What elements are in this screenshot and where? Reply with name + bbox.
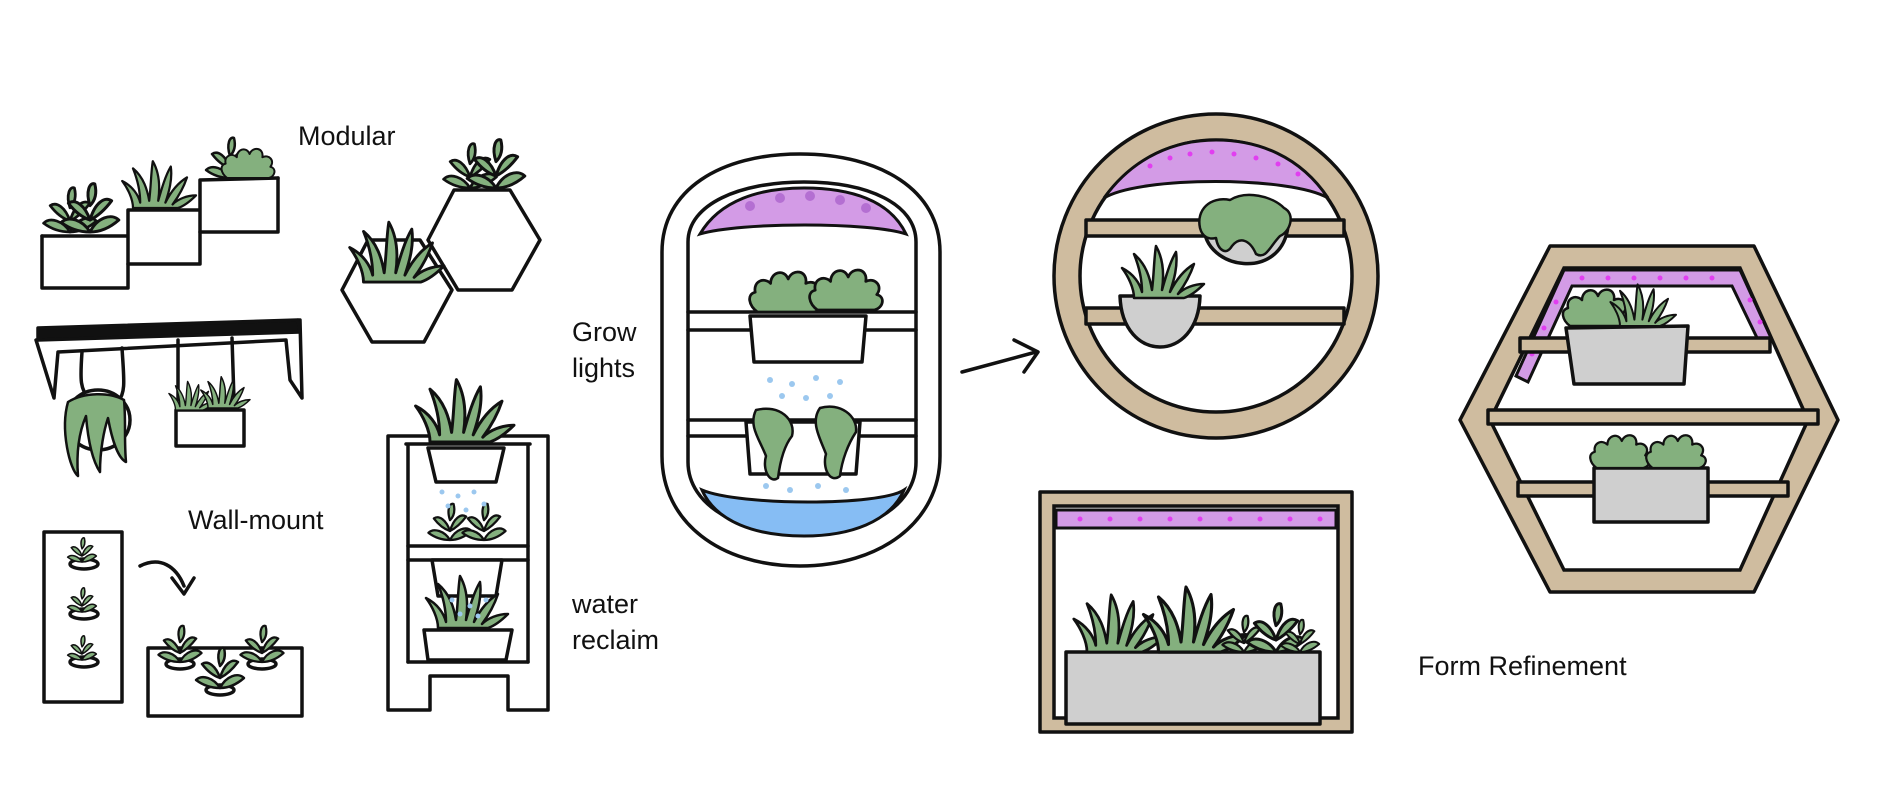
oval-grow-light-planter [660, 152, 942, 568]
label-water-reclaim-line2: reclaim [572, 625, 660, 655]
label-wall-mount: Wall-mount [188, 505, 324, 535]
label-water-reclaim: water reclaim [572, 586, 659, 658]
label-grow-lights: Grow lights [572, 314, 637, 386]
label-modular: Modular [298, 121, 396, 151]
refinement-arrow [960, 338, 1040, 374]
vertical-water-shelf [386, 378, 550, 712]
hexagon-wood-planter [1458, 244, 1840, 594]
hanging-rail-planters [34, 318, 304, 478]
label-water-reclaim-line1: water [572, 589, 639, 619]
label-grow-lights-line2: lights [572, 353, 636, 383]
wall-mount-planters [42, 530, 304, 718]
label-grow-lights-line1: Grow [572, 317, 637, 347]
circle-wood-planter [1052, 112, 1380, 440]
rectangle-wood-planter [1038, 490, 1354, 734]
hexagon-planters [340, 138, 542, 344]
modular-stair-planters [40, 136, 280, 290]
label-form-refinement: Form Refinement [1418, 651, 1627, 681]
